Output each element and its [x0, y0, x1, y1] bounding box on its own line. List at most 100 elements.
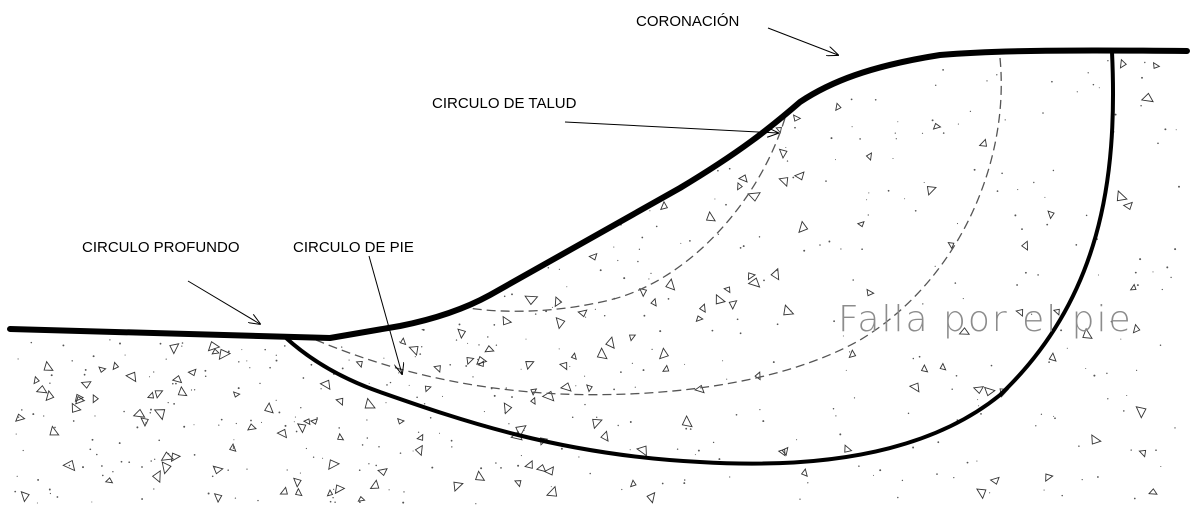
soil-dot-mark [467, 342, 469, 344]
soil-dot-mark [934, 84, 937, 87]
soil-dot-mark [48, 488, 51, 491]
soil-dot-mark [803, 249, 806, 252]
soil-dot-mark [399, 452, 402, 454]
soil-dot-mark [879, 469, 882, 472]
soil-triangle-mark [513, 480, 522, 488]
soil-dot-mark [275, 354, 277, 356]
soil-triangle-mark [681, 414, 693, 428]
soil-triangle-mark [161, 461, 172, 475]
soil-dot-mark [790, 310, 792, 312]
soil-triangle-mark [1140, 92, 1154, 103]
soil-dot-mark [1130, 449, 1132, 451]
soil-triangle-mark [212, 465, 224, 475]
soil-dot-mark [792, 176, 795, 179]
soil-dot-mark [907, 412, 910, 415]
soil-dot-mark [861, 248, 863, 251]
soil-dot-mark [566, 286, 568, 288]
soil-dot-mark [717, 169, 719, 172]
soil-dot-mark [403, 491, 405, 493]
soil-dot-mark [420, 346, 423, 348]
deep-circle-curve [283, 50, 1116, 466]
soil-dot-mark [316, 417, 318, 419]
soil-triangle-mark [570, 352, 577, 361]
soil-dot-mark [1122, 410, 1125, 412]
soil-triangle-mark [71, 402, 82, 413]
soil-dot-mark [495, 462, 497, 464]
soil-dot-mark [37, 478, 40, 481]
soil-dot-mark [986, 80, 988, 82]
soil-triangle-mark [408, 345, 419, 357]
soil-dot-mark [897, 121, 899, 123]
soil-dot-mark [305, 447, 308, 450]
soil-triangle-mark [476, 355, 488, 365]
soil-triangle-mark [592, 418, 603, 430]
soil-triangle-mark [1129, 283, 1137, 291]
soil-dot-mark [181, 342, 184, 344]
soil-dot-mark [17, 416, 20, 418]
soil-dot-mark [477, 358, 479, 361]
soil-triangle-mark [1082, 327, 1093, 339]
soil-triangle-mark [98, 366, 107, 373]
soil-dot-mark [1134, 271, 1137, 274]
soil-dot-mark [119, 342, 121, 345]
soil-dot-mark [534, 313, 537, 315]
soil-dot-mark [257, 499, 259, 502]
soil-dot-mark [517, 464, 520, 467]
soil-dot-mark [742, 245, 745, 248]
soil-dot-mark [21, 409, 23, 411]
soil-dot-mark [1178, 185, 1180, 188]
soil-dot-mark [642, 369, 645, 372]
soil-dot-mark [511, 396, 513, 398]
soil-dot-mark [419, 353, 422, 355]
soil-dot-mark [153, 488, 155, 490]
soil-dot-mark [449, 363, 452, 366]
soil-triangle-mark [646, 491, 656, 504]
soil-dot-mark [655, 225, 658, 228]
soil-dot-mark [402, 419, 405, 422]
soil-triangle-mark [983, 386, 996, 397]
circulo-pie-arrow [368, 255, 402, 374]
soil-dot-mark [872, 474, 875, 476]
soil-dot-mark [683, 479, 686, 481]
soil-triangle-mark [153, 409, 166, 421]
soil-dot-mark [431, 466, 434, 469]
soil-triangle-mark [335, 397, 344, 407]
soil-dot-mark [378, 446, 380, 448]
soil-triangle-mark [770, 267, 780, 281]
soil-dot-mark [1044, 196, 1046, 198]
soil-dot-mark [650, 272, 652, 275]
toe-circle-curve [315, 57, 1002, 396]
soil-triangle-mark [302, 418, 311, 426]
soil-dot-mark [220, 418, 223, 421]
soil-dot-mark [951, 388, 953, 390]
soil-dot-mark [56, 496, 59, 498]
soil-triangle-mark [535, 463, 547, 473]
soil-dot-mark [366, 437, 369, 439]
soil-dot-mark [697, 449, 700, 452]
soil-dot-mark [980, 413, 982, 415]
soil-dot-mark [729, 476, 731, 478]
soil-triangle-mark [628, 334, 637, 342]
soil-dot-mark [190, 389, 193, 391]
soil-dot-mark [249, 367, 251, 369]
soil-dot-mark [233, 439, 235, 441]
soil-dot-mark [193, 424, 195, 426]
soil-dot-mark [726, 378, 728, 380]
soil-dot-mark [550, 486, 552, 488]
soil-dot-mark [1033, 181, 1035, 184]
soil-triangle-mark [132, 408, 146, 418]
soil-triangle-mark [453, 481, 464, 493]
circulo-pie-label: CIRCULO DE PIE [293, 239, 414, 256]
soil-triangle-mark [543, 466, 555, 476]
soil-dot-mark [1017, 189, 1019, 191]
soil-dot-mark [825, 180, 827, 182]
soil-triangle-mark [377, 468, 388, 477]
circulo-profundo-label: CIRCULO PROFUNDO [82, 239, 240, 256]
soil-dot-mark [842, 335, 844, 337]
soil-dot-mark [43, 415, 45, 417]
soil-triangle-mark [1015, 308, 1024, 318]
soil-triangle-mark [588, 252, 598, 261]
soil-dot-mark [852, 279, 854, 281]
soil-dot-mark [845, 369, 847, 371]
soil-triangle-mark [187, 368, 197, 377]
